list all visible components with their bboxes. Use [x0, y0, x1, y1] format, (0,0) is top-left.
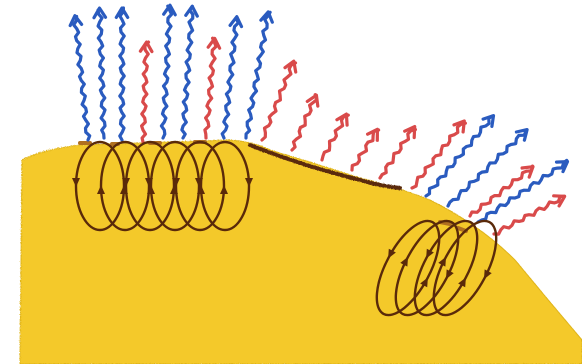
yellow-body: [20, 140, 582, 364]
red-field-arrow: [292, 95, 318, 150]
field-arrow-shaft: [161, 6, 171, 138]
field-arrow-shaft: [292, 95, 317, 150]
red-field-arrow: [205, 38, 220, 138]
field-arrow-shaft: [448, 131, 526, 206]
blue-field-arrow: [182, 6, 197, 138]
field-arrow-shaft: [222, 19, 238, 138]
field-arrow-shaft: [120, 8, 124, 140]
red-field-arrow: [140, 42, 152, 142]
field-arrow-shaft: [478, 160, 567, 222]
field-arrow-shaft: [182, 6, 193, 138]
blue-field-arrow: [70, 16, 90, 140]
field-arrow-shaft: [352, 130, 379, 170]
field-arrow-shaft: [262, 63, 296, 140]
blue-field-arrow: [116, 8, 127, 140]
field-arrow-shaft: [205, 38, 216, 138]
red-field-arrow: [262, 61, 296, 140]
field-arrow-shaft: [322, 115, 348, 160]
red-field-arrow: [322, 114, 348, 160]
blue-field-arrow: [222, 17, 241, 138]
field-arrow-shaft: [380, 130, 415, 179]
field-arrow-shaft: [494, 196, 565, 234]
blue-field-arrow: [94, 8, 106, 138]
field-arrow-shaft: [142, 42, 149, 142]
blue-field-arrow: [448, 130, 527, 206]
red-field-arrow: [380, 127, 415, 178]
field-arrow-shaft: [246, 12, 270, 138]
blue-field-arrow: [161, 5, 175, 138]
red-field-arrow: [494, 196, 565, 234]
field-arrow-shaft: [98, 10, 105, 138]
field-arrow-shaft: [74, 17, 90, 141]
blue-field-arrow: [478, 160, 568, 222]
red-field-arrow: [352, 129, 379, 170]
